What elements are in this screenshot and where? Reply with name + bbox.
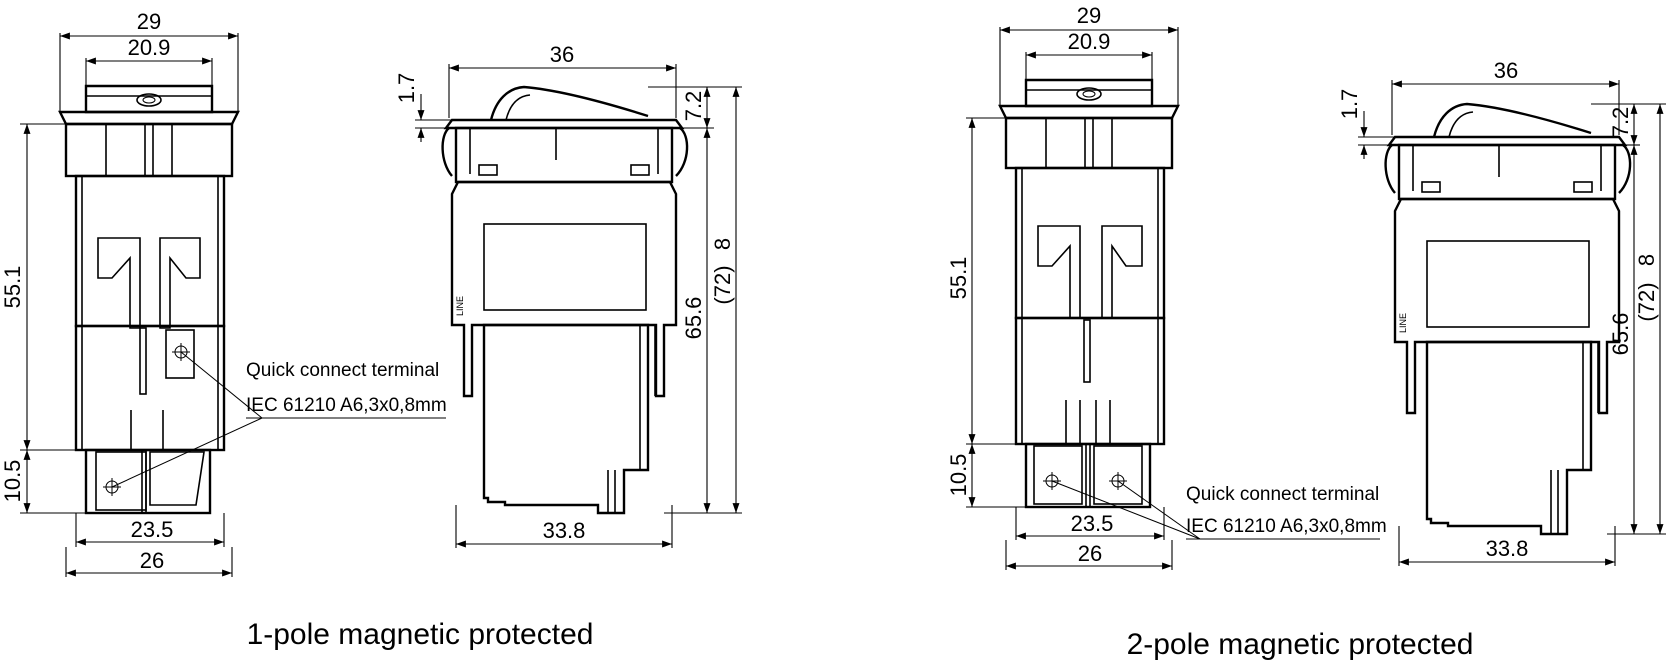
note-line-2: IEC 61210 A6,3x0,8mm [246,395,447,416]
side-view-2-pole: LINE [1384,102,1632,536]
dim-rocker-height: 7.2 [1608,107,1633,138]
side-dimensions-1-pole: 36 1.7 7.2 65.6 (72) 8 33.8 [394,42,742,548]
dim-terminal-height: 10.5 [946,454,971,497]
dim-overall-height: (72) [1634,282,1659,321]
front-view-1-pole [58,84,240,515]
dim-terminal-spacing: 23.5 [1071,511,1114,536]
dim-total-height: 65.6 [681,297,706,340]
note-line-1: Quick connect terminal [246,360,439,381]
caption-1-pole: 1-pole magnetic protected [247,618,594,651]
dim-length: 36 [550,42,574,67]
dim-width-outer: 29 [1077,3,1101,28]
terminal-note-2-pole: Quick connect terminal IEC 61210 A6,3x0,… [1051,480,1387,540]
dim-extra: 8 [710,238,735,250]
dim-height: 55.1 [946,257,971,300]
dim-width-outer: 29 [137,9,161,34]
drawing-1-pole: 29 20.9 55.1 10.5 23.5 26 [0,9,742,651]
dim-terminal-spacing: 23.5 [131,517,174,542]
dim-base-length: 33.8 [1486,536,1529,561]
dim-height: 55.1 [0,266,25,309]
dim-overall-height: (72) [710,265,735,304]
dim-body-width: 26 [140,548,164,573]
dim-extra: 8 [1634,254,1659,266]
terminal-note-1-pole: Quick connect terminal IEC 61210 A6,3x0,… [111,351,447,488]
dim-offset: 1.7 [394,73,419,104]
note-line-2: IEC 61210 A6,3x0,8mm [1186,516,1387,537]
dim-width-inner: 20.9 [128,35,171,60]
dim-body-width: 26 [1078,541,1102,566]
label-mark: LINE [1398,313,1408,333]
dim-offset: 1.7 [1337,89,1362,120]
side-dimensions-2-pole: 36 1.7 7.2 65.6 (72) 8 33.8 [1337,58,1666,566]
dim-base-length: 33.8 [543,518,586,543]
dim-width-inner: 20.9 [1068,29,1111,54]
dim-total-height: 65.6 [1608,313,1633,356]
dim-length: 36 [1494,58,1518,83]
label-mark: LINE [455,296,465,316]
front-view-2-pole [998,78,1180,509]
caption-2-pole: 2-pole magnetic protected [1127,628,1474,661]
front-dimensions-1-pole: 29 20.9 55.1 10.5 23.5 26 [0,9,239,577]
dim-terminal-height: 10.5 [0,460,25,503]
dim-rocker-height: 7.2 [681,91,706,122]
drawing-2-pole: 29 20.9 55.1 10.5 23.5 26 Quick connect … [946,3,1666,661]
side-view-1-pole: LINE [441,85,689,515]
note-line-1: Quick connect terminal [1186,484,1379,505]
front-dimensions-2-pole: 29 20.9 55.1 10.5 23.5 26 [946,3,1179,570]
